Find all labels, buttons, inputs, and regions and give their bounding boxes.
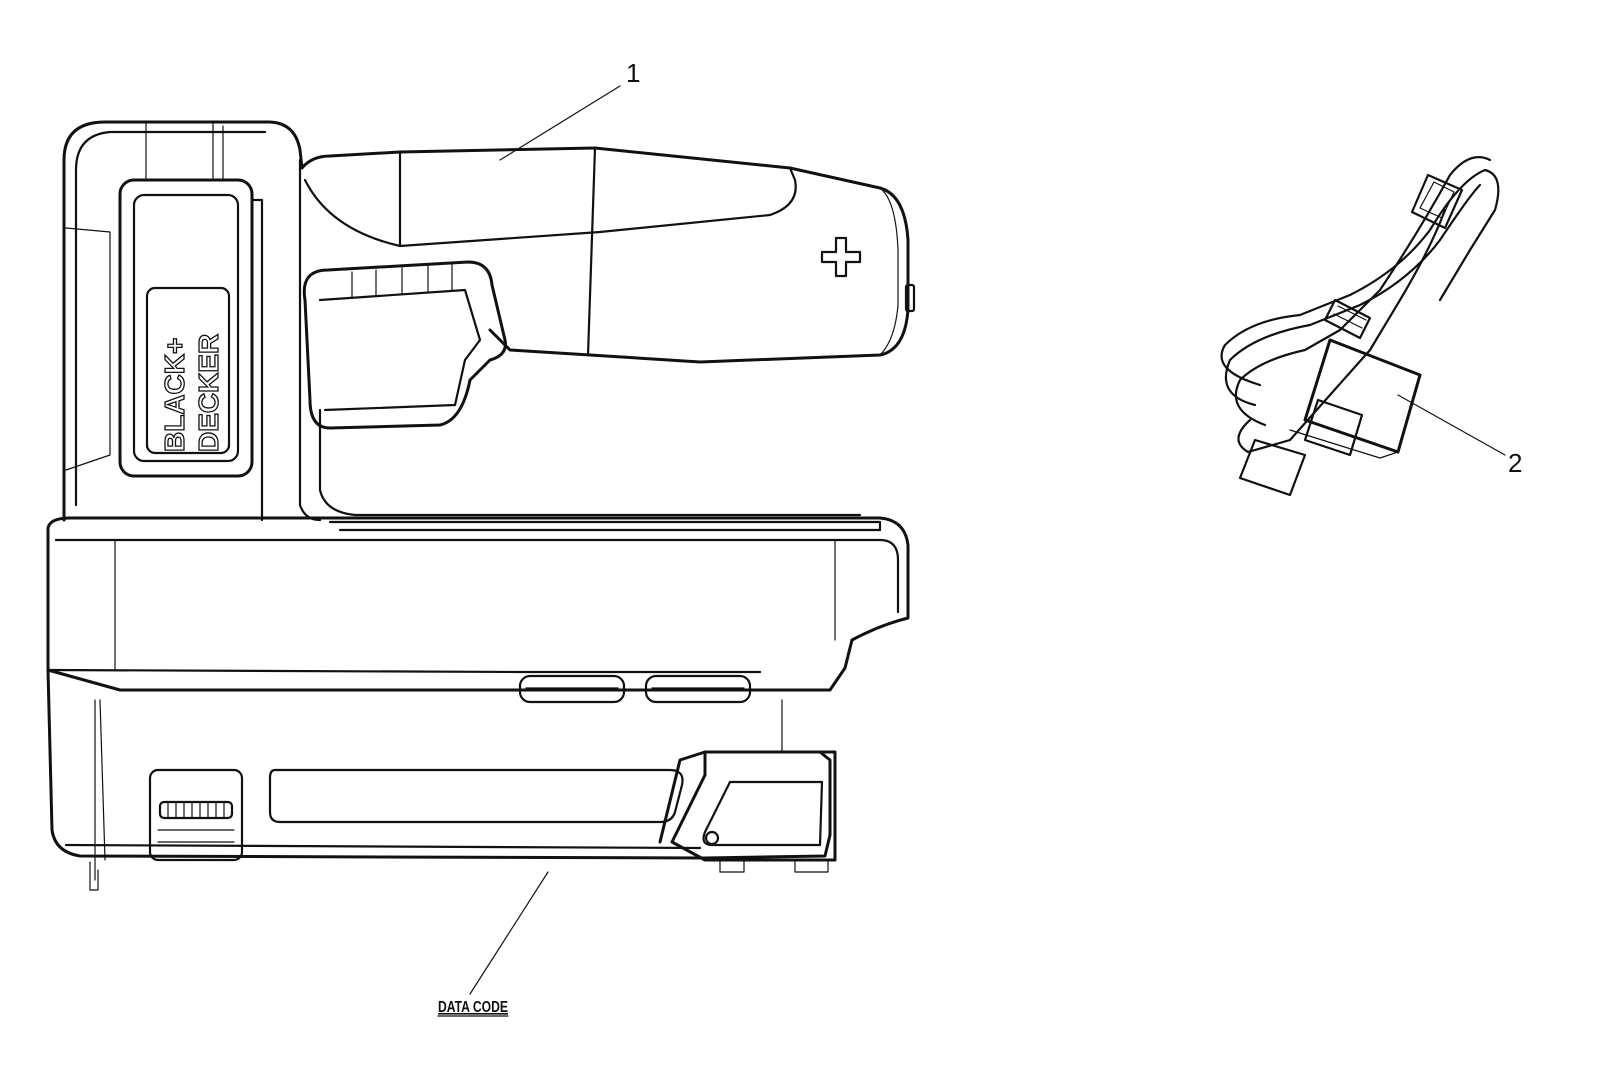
charger-plug-side bbox=[1289, 429, 1399, 459]
stapler-magazine-rear-vertical bbox=[94, 699, 106, 881]
plus-mark-icon bbox=[820, 236, 862, 278]
stapler-rear-housing bbox=[62, 120, 304, 522]
callout-2-label: 2 bbox=[1508, 448, 1522, 478]
stapler-trigger bbox=[302, 260, 507, 430]
rear-foot bbox=[89, 861, 99, 891]
stapler-magazine-bottom bbox=[64, 843, 702, 850]
callout-leader-1 bbox=[499, 85, 621, 161]
stapler-drawing: BLACK+ DECKER bbox=[46, 120, 916, 891]
base-button-right bbox=[644, 674, 752, 704]
stapler-handle-end-tab bbox=[904, 283, 916, 313]
charger-strain-relief bbox=[1323, 298, 1372, 340]
charger-usb-plug-tip bbox=[1238, 438, 1307, 497]
brand-logo-line2: DECKER bbox=[193, 334, 224, 452]
brand-logo-line1: BLACK+ bbox=[159, 338, 190, 452]
stapler-trigger-ribs bbox=[351, 263, 453, 299]
depth-dial-knurl bbox=[167, 801, 225, 819]
front-latch-tabs bbox=[719, 859, 829, 873]
depth-dial-frame bbox=[148, 768, 244, 862]
stapler-neck-line bbox=[250, 158, 322, 522]
logo-panel-inner bbox=[132, 193, 240, 463]
logo-panel-outer bbox=[118, 178, 254, 478]
usb-charger-drawing bbox=[1220, 156, 1500, 497]
charger-usb-plug-face bbox=[1303, 398, 1364, 457]
stapler-rear-inner-line bbox=[74, 130, 267, 507]
front-latch-inner bbox=[702, 780, 824, 847]
stapler-trigger-inner bbox=[318, 288, 482, 412]
base-button-left bbox=[518, 674, 626, 704]
stapler-base-seam bbox=[46, 668, 762, 674]
stapler-grip-top-curve bbox=[303, 166, 797, 248]
front-latch bbox=[670, 750, 837, 862]
logo-badge bbox=[145, 286, 231, 455]
stapler-rear-side-detail bbox=[65, 227, 111, 471]
callout-leader-2 bbox=[1397, 394, 1506, 456]
stapler-top-detail-left bbox=[145, 121, 224, 181]
depth-dial-wheel bbox=[158, 800, 234, 820]
callouts: 1 2 DATA CODE bbox=[437, 58, 1522, 1017]
stapler-base-top-lip bbox=[328, 520, 882, 532]
charger-strain-relief-rings bbox=[1333, 305, 1367, 329]
magazine-slot bbox=[268, 768, 684, 824]
stapler-trigger-guard bbox=[318, 408, 862, 517]
stapler-handle-outline bbox=[300, 146, 910, 364]
charger-cable-loop-2 bbox=[1224, 183, 1482, 407]
stapler-handle-end-cap bbox=[879, 187, 899, 356]
callout-1-label: 1 bbox=[626, 58, 640, 88]
stapler-base-top bbox=[46, 516, 910, 692]
charger-connector-top bbox=[1410, 173, 1464, 230]
stapler-base-vertical-left bbox=[114, 539, 836, 671]
front-latch-screw bbox=[704, 830, 720, 846]
depth-dial-plate bbox=[157, 829, 235, 843]
data-code-label: DATA CODE bbox=[438, 999, 508, 1016]
charger-cable-loop-3 bbox=[1234, 156, 1492, 427]
charger-connector-top-inner bbox=[1419, 181, 1455, 219]
charger-cable-loop-4 bbox=[1237, 208, 1447, 454]
stapler-grip-divider bbox=[398, 146, 597, 357]
stapler-base-top-inner bbox=[54, 538, 900, 614]
callout-leader-data-code bbox=[469, 871, 549, 995]
